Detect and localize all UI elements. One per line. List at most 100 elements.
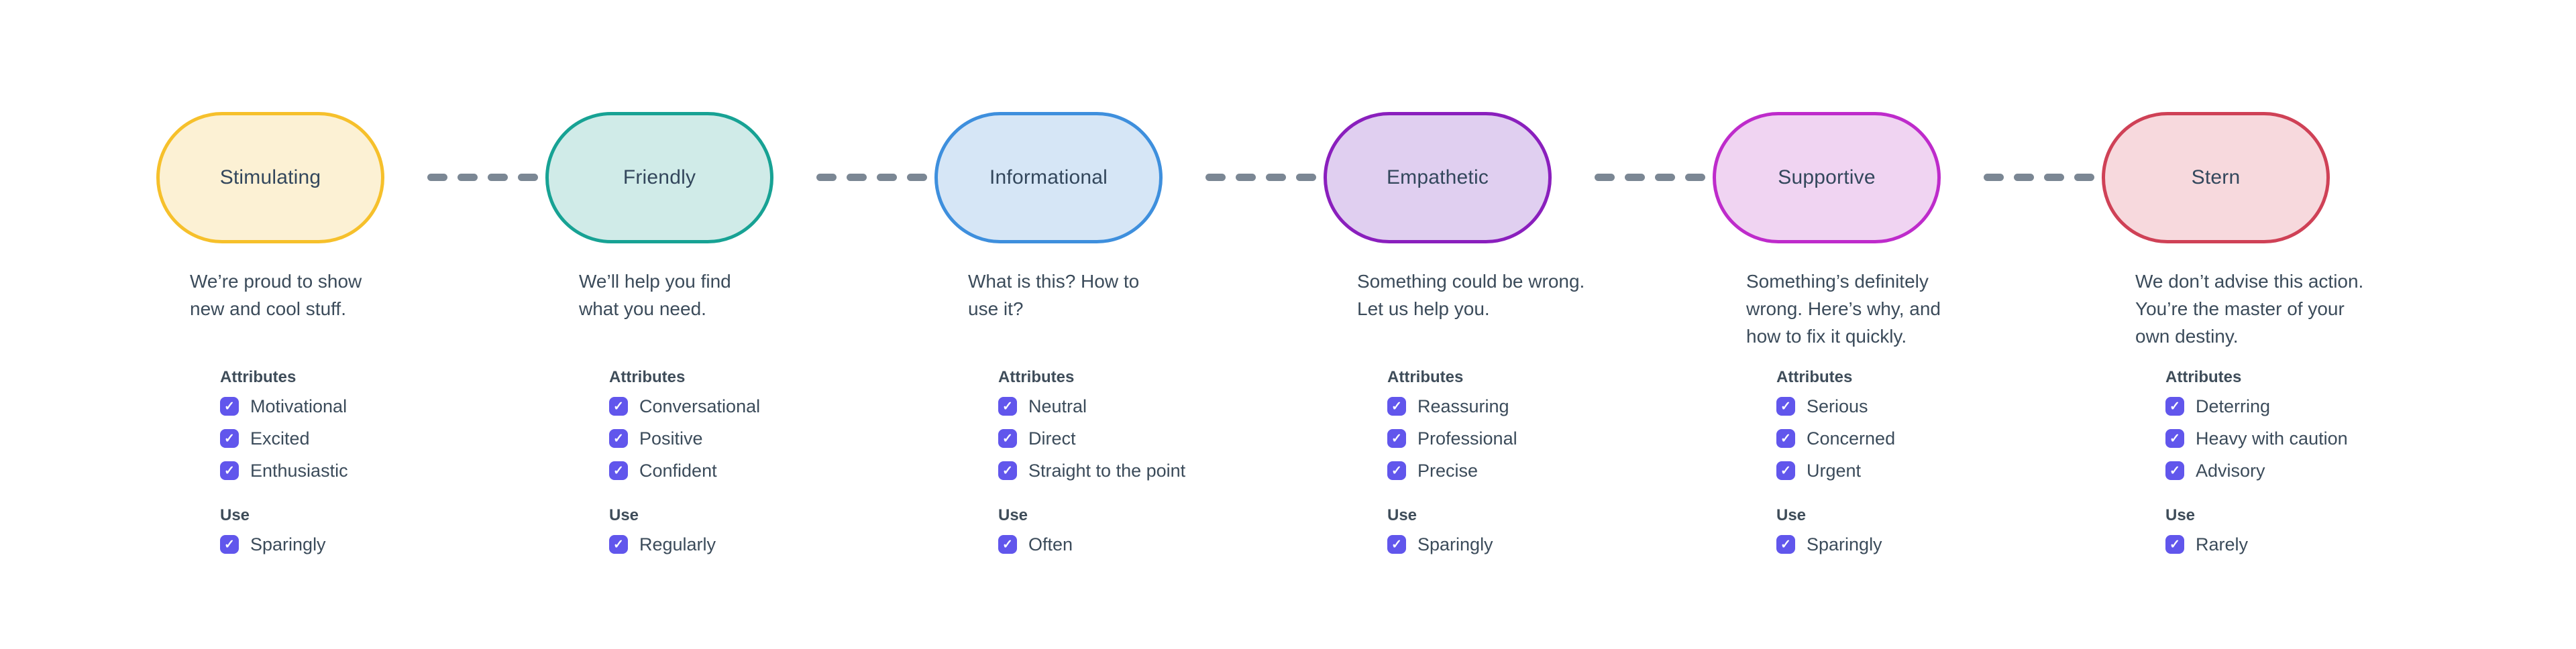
tone-column-stimulating: Stimulating We’re proud to show new and … bbox=[156, 112, 545, 565]
checkbox-icon[interactable] bbox=[609, 461, 628, 480]
dash-segment bbox=[877, 174, 897, 181]
connector-line bbox=[816, 174, 927, 181]
tone-column-stern: Stern We don’t advise this action. You’r… bbox=[2102, 112, 2491, 565]
dash-segment bbox=[816, 174, 837, 181]
dash-segment bbox=[2014, 174, 2034, 181]
checkbox-icon[interactable] bbox=[1776, 535, 1795, 554]
checkbox-icon[interactable] bbox=[1387, 397, 1406, 416]
checkbox-icon[interactable] bbox=[609, 535, 628, 554]
checkbox-icon[interactable] bbox=[220, 461, 239, 480]
tone-node-stimulating[interactable]: Stimulating bbox=[156, 112, 384, 243]
dash-segment bbox=[1266, 174, 1286, 181]
attribute-label: Advisory bbox=[2196, 460, 2265, 481]
tone-description: We don’t advise this action. You’re the … bbox=[2135, 271, 2364, 347]
checkbox-icon[interactable] bbox=[998, 535, 1017, 554]
tone-column-friendly: Friendly We’ll help you find what you ne… bbox=[545, 112, 934, 565]
checkbox-icon[interactable] bbox=[1776, 461, 1795, 480]
attribute-row: Direct bbox=[998, 427, 1324, 450]
use-heading: Use bbox=[1776, 506, 1807, 524]
attribute-label: Heavy with caution bbox=[2196, 428, 2348, 449]
attribute-label: Precise bbox=[1417, 460, 1479, 481]
dash-segment bbox=[847, 174, 867, 181]
use-label: Sparingly bbox=[1807, 534, 1882, 554]
use-heading: Use bbox=[609, 506, 639, 524]
tone-node-supportive[interactable]: Supportive bbox=[1713, 112, 1941, 243]
checkbox-icon[interactable] bbox=[998, 397, 1017, 416]
dash-segment bbox=[458, 174, 478, 181]
attributes-heading: Attributes bbox=[1387, 368, 1464, 386]
checkbox-icon[interactable] bbox=[609, 397, 628, 416]
connector-line bbox=[1205, 174, 1316, 181]
attribute-row: Deterring bbox=[2165, 395, 2491, 418]
tone-node-empathetic[interactable]: Empathetic bbox=[1324, 112, 1552, 243]
tone-description: Something could be wrong. Let us help yo… bbox=[1357, 271, 1585, 319]
attributes-heading: Attributes bbox=[998, 368, 1075, 386]
tone-node-label: Empathetic bbox=[1386, 166, 1489, 188]
tone-node-stern[interactable]: Stern bbox=[2102, 112, 2330, 243]
attribute-label: Direct bbox=[1028, 428, 1076, 449]
use-label: Sparingly bbox=[1417, 534, 1493, 554]
checkbox-icon[interactable] bbox=[1387, 461, 1406, 480]
tone-flow-diagram: Stimulating We’re proud to show new and … bbox=[156, 112, 2491, 565]
checkbox-icon[interactable] bbox=[2165, 397, 2184, 416]
attribute-row: Urgent bbox=[1776, 459, 2102, 482]
attribute-label: Conversational bbox=[639, 396, 761, 416]
dash-segment bbox=[1595, 174, 1615, 181]
use-heading: Use bbox=[998, 506, 1028, 524]
attribute-label: Excited bbox=[250, 428, 310, 449]
checkbox-icon[interactable] bbox=[609, 429, 628, 448]
use-label: Often bbox=[1028, 534, 1073, 554]
attribute-row: Conversational bbox=[609, 395, 934, 418]
use-row: Sparingly bbox=[1776, 533, 2102, 556]
checkbox-icon[interactable] bbox=[220, 397, 239, 416]
checkbox-icon[interactable] bbox=[1387, 429, 1406, 448]
attribute-label: Professional bbox=[1417, 428, 1517, 449]
dash-segment bbox=[518, 174, 538, 181]
attribute-label: Urgent bbox=[1807, 460, 1862, 481]
use-label: Rarely bbox=[2196, 534, 2249, 554]
dash-segment bbox=[907, 174, 927, 181]
attribute-row: Neutral bbox=[998, 395, 1324, 418]
attribute-row: Excited bbox=[220, 427, 545, 450]
use-heading: Use bbox=[2165, 506, 2196, 524]
tone-node-friendly[interactable]: Friendly bbox=[545, 112, 773, 243]
tone-node-label: Stimulating bbox=[219, 166, 321, 188]
tone-column-supportive: Supportive Something’s definitely wrong.… bbox=[1713, 112, 2102, 565]
attribute-label: Motivational bbox=[250, 396, 347, 416]
attribute-row: Confident bbox=[609, 459, 934, 482]
attribute-label: Neutral bbox=[1028, 396, 1087, 416]
dash-segment bbox=[2074, 174, 2094, 181]
checkbox-icon[interactable] bbox=[2165, 429, 2184, 448]
dash-segment bbox=[427, 174, 447, 181]
attributes-heading: Attributes bbox=[2165, 368, 2242, 386]
attribute-label: Enthusiastic bbox=[250, 460, 348, 481]
tone-node-label: Stern bbox=[2191, 166, 2241, 188]
dash-segment bbox=[1625, 174, 1645, 181]
checkbox-icon[interactable] bbox=[1776, 429, 1795, 448]
checkbox-icon[interactable] bbox=[2165, 535, 2184, 554]
checkbox-icon[interactable] bbox=[998, 461, 1017, 480]
checkbox-icon[interactable] bbox=[998, 429, 1017, 448]
checkbox-icon[interactable] bbox=[1387, 535, 1406, 554]
attribute-row: Straight to the point bbox=[998, 459, 1324, 482]
attribute-label: Straight to the point bbox=[1028, 460, 1186, 481]
checkbox-icon[interactable] bbox=[2165, 461, 2184, 480]
attribute-label: Reassuring bbox=[1417, 396, 1509, 416]
attributes-heading: Attributes bbox=[220, 368, 297, 386]
attribute-row: Heavy with caution bbox=[2165, 427, 2491, 450]
tone-description: We’ll help you find what you need. bbox=[579, 271, 731, 319]
dash-segment bbox=[1685, 174, 1705, 181]
attribute-label: Concerned bbox=[1807, 428, 1896, 449]
tone-node-informational[interactable]: Informational bbox=[934, 112, 1163, 243]
attribute-row: Advisory bbox=[2165, 459, 2491, 482]
checkbox-icon[interactable] bbox=[1776, 397, 1795, 416]
attribute-row: Serious bbox=[1776, 395, 2102, 418]
dash-segment bbox=[1984, 174, 2004, 181]
dash-segment bbox=[1296, 174, 1316, 181]
tone-column-empathetic: Empathetic Something could be wrong. Let… bbox=[1324, 112, 1713, 565]
checkbox-icon[interactable] bbox=[220, 429, 239, 448]
attribute-row: Professional bbox=[1387, 427, 1713, 450]
checkbox-icon[interactable] bbox=[220, 535, 239, 554]
tone-node-label: Friendly bbox=[623, 166, 696, 188]
connector-line bbox=[1595, 174, 1705, 181]
